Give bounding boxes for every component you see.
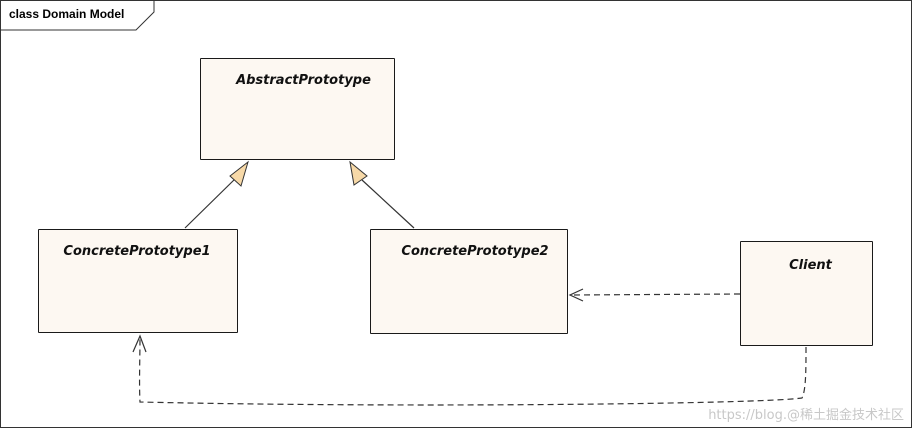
inheritance-arrowhead-1 (229, 160, 249, 187)
dependency-arrowhead-1 (568, 288, 584, 302)
frame-tab-outline (1, 1, 155, 31)
generalization-concrete1 (184, 160, 249, 229)
watermark-text: https://blog.@稀土掘金技术社区 (708, 408, 904, 423)
dependency-arrowhead-2 (132, 334, 147, 353)
dependency-client-concrete1 (132, 334, 807, 406)
dependency-client-concrete2 (568, 288, 741, 302)
inheritance-arrowhead-2 (349, 160, 368, 186)
class-name: Client (789, 258, 832, 273)
class-name: AbstractPrototype (236, 73, 371, 88)
class-name: ConcretePrototype2 (401, 244, 549, 259)
class-name: ConcretePrototype1 (63, 244, 211, 259)
class-concrete-prototype-2[interactable]: ConcretePrototype2 (370, 229, 568, 334)
class-abstract-prototype[interactable]: AbstractPrototype (200, 58, 395, 160)
class-client[interactable]: Client (740, 241, 873, 346)
class-concrete-prototype-1[interactable]: ConcretePrototype1 (38, 229, 238, 333)
frame-tab: class Domain Model (0, 0, 160, 30)
frame-title: class Domain Model (9, 7, 125, 21)
generalization-concrete2 (349, 160, 415, 229)
